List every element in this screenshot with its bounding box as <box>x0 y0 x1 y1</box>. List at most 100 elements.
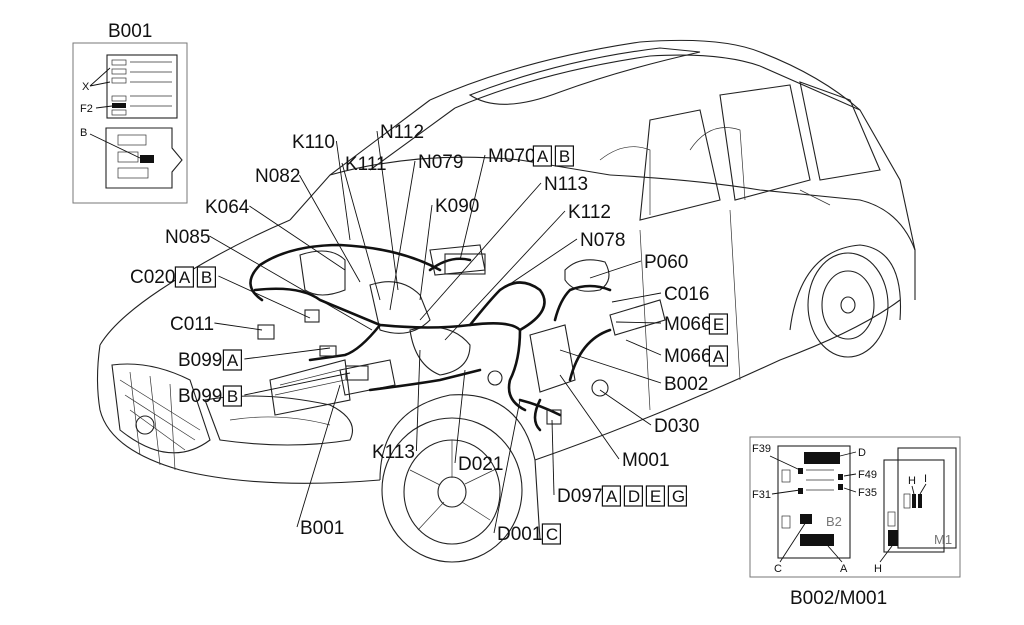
leader-line-b002 <box>559 349 662 384</box>
callout-code-m066a: M066 <box>664 346 712 367</box>
leader-line-k090 <box>419 204 433 301</box>
callout-code-k111: K111 <box>345 154 387 175</box>
callout-code-n085: N085 <box>165 227 210 248</box>
leader-line-m066e <box>615 321 662 324</box>
label-c: C <box>774 563 782 575</box>
leader-line-b001 <box>296 384 341 528</box>
variant-letter-d097-d: D <box>628 487 640 506</box>
label-f39: F39 <box>752 443 771 455</box>
variant-letter-m066a-a: A <box>713 347 725 366</box>
callout-n113: N113 <box>544 174 588 195</box>
label-f49: F49 <box>858 469 877 481</box>
callout-c016: C016 <box>664 284 709 305</box>
callout-k112: K112 <box>568 202 611 223</box>
leader-line-m001 <box>559 374 620 460</box>
variant-box-d097-d <box>623 485 644 507</box>
callout-n112: N112 <box>380 122 424 143</box>
fuse-f2-marker <box>112 103 126 108</box>
leader-line-m066a <box>625 339 662 356</box>
connector-h-marker <box>888 530 898 546</box>
callout-n085: N085 <box>165 227 210 248</box>
leader-line-k111 <box>341 162 381 301</box>
leader-line-d021 <box>454 369 466 464</box>
harness-connectors <box>257 253 609 425</box>
callout-leaders <box>209 130 662 534</box>
variant-box-d097-g <box>667 485 688 507</box>
inset-b001-title: B001 <box>108 21 152 42</box>
variant-letter-d097-g: G <box>672 487 685 506</box>
callout-code-m066e: M066 <box>664 314 712 335</box>
leader-line-d030 <box>599 389 652 426</box>
callout-k111: K111 <box>345 154 387 175</box>
variant-letter-m070-b: B <box>559 147 570 166</box>
variant-letter-b099b-b: B <box>227 387 238 406</box>
leader-line-d097 <box>551 419 555 496</box>
label-b: B <box>80 127 87 139</box>
callout-code-d097: D097 <box>557 486 602 507</box>
callout-code-n079: N079 <box>418 152 463 173</box>
inset-b001: B001 X F2 B <box>72 21 188 204</box>
variant-box-b099b-b <box>222 385 242 407</box>
callout-code-c011: C011 <box>170 314 214 335</box>
callout-code-d001: D001 <box>497 524 542 545</box>
callout-k110: K110 <box>292 132 335 153</box>
variant-letter-d001-c: C <box>546 525 558 544</box>
variant-box-c020-b <box>196 266 216 288</box>
variant-letter-c020-b: B <box>201 268 212 287</box>
leader-line-d001 <box>493 399 521 534</box>
callout-k064: K064 <box>205 197 250 218</box>
leader-line-k112 <box>444 210 566 341</box>
variant-box-d097-e <box>645 485 666 507</box>
callout-code-d021: D021 <box>458 454 503 475</box>
variant-letter-d097-e: E <box>650 487 661 506</box>
callout-code-b099a: B099 <box>178 350 222 371</box>
callout-code-n113: N113 <box>544 174 588 195</box>
leader-line-m070 <box>459 154 486 261</box>
callout-c011: C011 <box>170 314 214 335</box>
label-i: I <box>924 473 927 485</box>
leader-line-n082 <box>299 174 361 283</box>
callout-code-b002: B002 <box>664 374 708 395</box>
leader-line-k064 <box>249 205 346 271</box>
leader-line-n078 <box>497 238 578 293</box>
wiring-harness <box>249 243 612 432</box>
leader-line-n085 <box>209 235 373 331</box>
variant-letter-b099a-a: A <box>227 351 239 370</box>
callout-k113: K113 <box>372 442 415 463</box>
label-h-top: H <box>908 475 916 487</box>
variant-letter-d097-a: A <box>606 487 618 506</box>
callout-code-k112: K112 <box>568 202 611 223</box>
callout-code-m001: M001 <box>622 450 670 471</box>
callout-d021: D021 <box>458 454 503 475</box>
callout-code-d030: D030 <box>654 416 699 437</box>
inset-b001-frame <box>72 42 188 204</box>
variant-letter-m066e-e: E <box>713 315 724 334</box>
label-b2: B2 <box>826 514 842 529</box>
fuse-d-marker <box>804 452 840 464</box>
callout-code-m070: M070 <box>488 146 536 167</box>
label-f31: F31 <box>752 489 771 501</box>
variant-box-b099a-a <box>222 349 242 371</box>
variant-letter-m070-a: A <box>537 147 549 166</box>
variant-letter-c020-a: A <box>179 268 191 287</box>
leader-line-c011 <box>214 322 263 331</box>
label-a: A <box>840 563 848 575</box>
callout-b099a: B099 A <box>178 349 242 371</box>
callout-code-b099b: B099 <box>178 386 222 407</box>
callout-code-n078: N078 <box>580 230 625 251</box>
leader-line-n112 <box>376 130 399 291</box>
callout-d030: D030 <box>654 416 699 437</box>
callout-p060: P060 <box>644 252 688 273</box>
leader-line-c020 <box>218 275 311 319</box>
connector-b-marker <box>140 155 154 163</box>
callout-code-c020: C020 <box>130 267 175 288</box>
leader-line-k110 <box>335 140 351 241</box>
